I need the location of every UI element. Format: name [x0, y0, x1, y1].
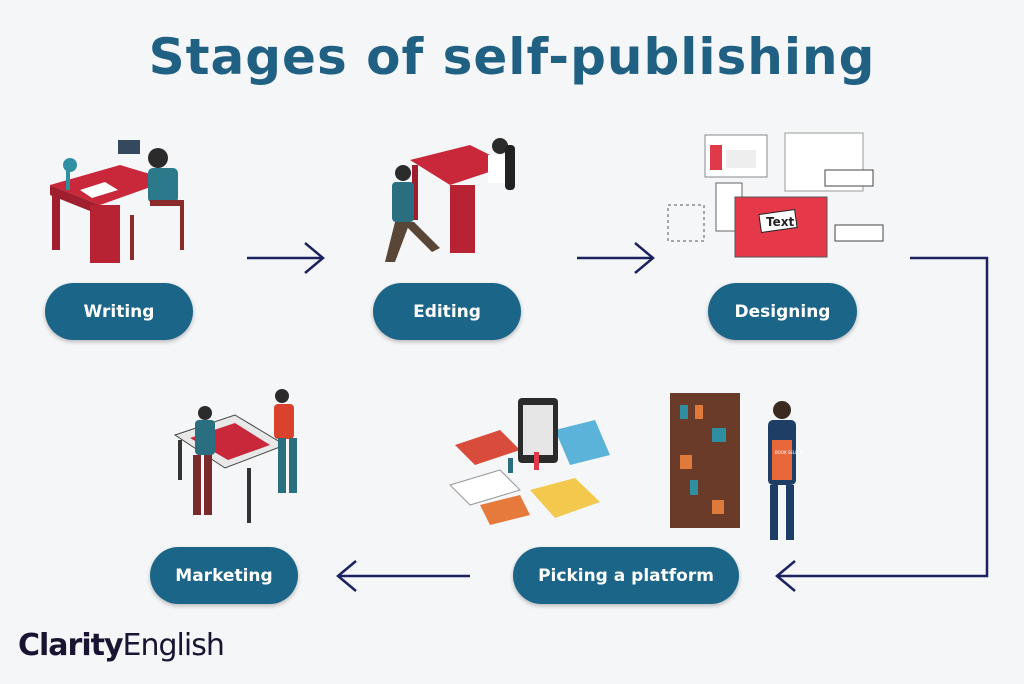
stage-picking-a-platform: Picking a platform: [513, 547, 739, 604]
logo-bold: Clarity: [18, 628, 124, 663]
clarity-english-logo: ClarityEnglish: [18, 628, 225, 663]
stage-marketing: Marketing: [150, 547, 298, 604]
design-text-label: Text: [766, 215, 794, 229]
flow-arrows: [247, 242, 989, 592]
design-windows-illustration: Text: [667, 132, 884, 258]
writer-at-desk-illustration: [50, 140, 184, 263]
book-stall-illustration: [173, 389, 297, 523]
bookseller-illustration: BOOK SELLER: [670, 393, 803, 540]
arrow-editing-to-designing: [577, 242, 655, 274]
stage-editing: Editing: [373, 283, 521, 340]
arrow-writing-to-editing: [247, 242, 325, 274]
books-and-tablet-illustration: [449, 398, 610, 525]
arrow-platform-to-marketing: [336, 560, 470, 592]
arrow-designing-to-platform: [775, 256, 989, 592]
page-title: Stages of self-publishing: [148, 28, 876, 86]
logo-regular: English: [122, 628, 225, 663]
stage-writing: Writing: [45, 283, 193, 340]
editor-office-illustration: [385, 138, 515, 262]
bookseller-apron-text: BOOK SELLER: [775, 450, 803, 455]
stage-designing: Designing: [708, 283, 857, 340]
